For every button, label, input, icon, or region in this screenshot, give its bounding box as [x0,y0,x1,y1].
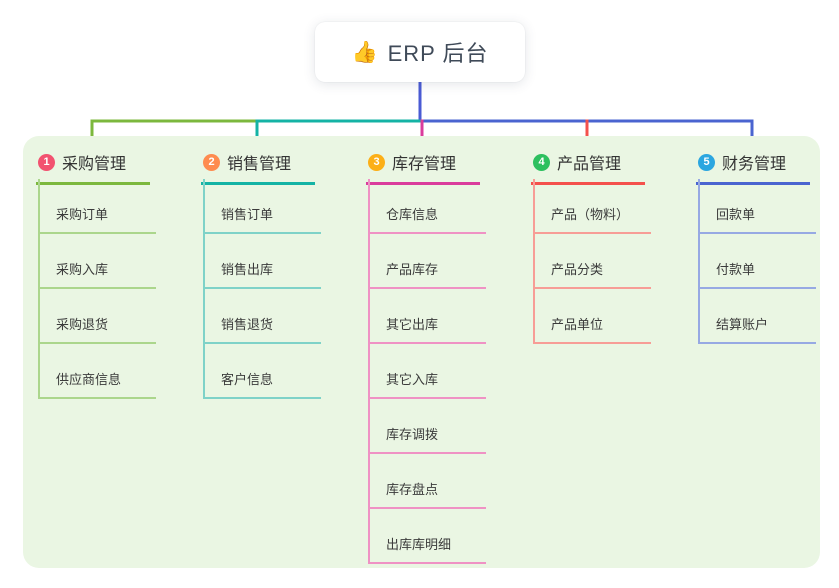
child-node[interactable]: 产品库存 [368,261,486,289]
branch-number-badge: 1 [38,153,55,171]
branch-connector-line [203,179,205,399]
child-node[interactable]: 其它出库 [368,316,486,344]
thumbs-up-icon: 👍 [351,40,379,64]
branch-label: 库存管理 [392,156,457,173]
child-node[interactable]: 产品分类 [533,261,651,289]
child-node[interactable]: 出库库明细 [368,536,486,564]
branch-label: 财务管理 [722,156,787,173]
branch-column-5: 5 财务管理回款单付款单结算账户 [696,148,839,344]
child-node[interactable]: 供应商信息 [38,371,156,399]
branch-label: 销售管理 [227,156,292,173]
root-node[interactable]: 👍 ERP 后台 [315,22,525,82]
branch-node-5[interactable]: 5 财务管理 [696,148,810,185]
branch-node-1[interactable]: 1 采购管理 [36,148,150,185]
branch-label: 产品管理 [557,156,622,173]
child-node[interactable]: 采购入库 [38,261,156,289]
child-node[interactable]: 销售退货 [203,316,321,344]
branch-number-badge: 5 [698,153,715,171]
child-node[interactable]: 库存盘点 [368,481,486,509]
branch-number-badge: 3 [368,153,385,171]
branch-column-2: 2 销售管理销售订单销售出库销售退货客户信息 [201,148,361,399]
branch-number-badge: 2 [203,153,220,171]
branch-connector-line [533,179,535,344]
child-node[interactable]: 产品单位 [533,316,651,344]
branch-node-4[interactable]: 4 产品管理 [531,148,645,185]
child-node[interactable]: 仓库信息 [368,206,486,234]
root-title: ERP 后台 [387,41,489,66]
child-node[interactable]: 客户信息 [203,371,321,399]
child-node[interactable]: 其它入库 [368,371,486,399]
child-node[interactable]: 库存调拨 [368,426,486,454]
branch-column-1: 1 采购管理采购订单采购入库采购退货供应商信息 [36,148,196,399]
branch-column-3: 3 库存管理仓库信息产品库存其它出库其它入库库存调拨库存盘点出库库明细 [366,148,526,564]
branch-connector-line [368,179,370,564]
branch-column-4: 4 产品管理产品（物料） 产品分类产品单位 [531,148,691,344]
branches-panel [23,136,820,568]
child-node[interactable]: 销售出库 [203,261,321,289]
branch-connector-line [698,179,700,344]
branch-node-2[interactable]: 2 销售管理 [201,148,315,185]
branch-node-3[interactable]: 3 库存管理 [366,148,480,185]
child-node[interactable]: 回款单 [698,206,816,234]
child-node[interactable]: 结算账户 [698,316,816,344]
child-node[interactable]: 采购订单 [38,206,156,234]
branch-label: 采购管理 [62,156,127,173]
branch-number-badge: 4 [533,153,550,171]
child-node[interactable]: 付款单 [698,261,816,289]
branch-connector-line [38,179,40,399]
child-node[interactable]: 采购退货 [38,316,156,344]
child-node[interactable]: 销售订单 [203,206,321,234]
child-node[interactable]: 产品（物料） [533,206,651,234]
